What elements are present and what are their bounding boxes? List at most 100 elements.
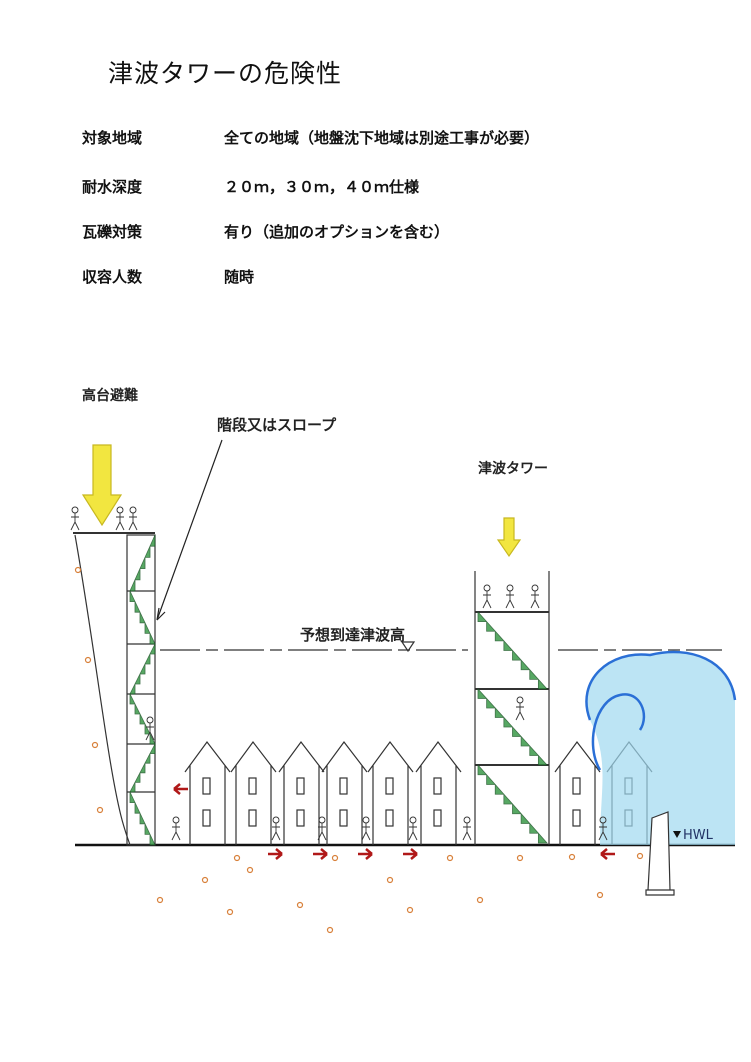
soil-dot	[568, 853, 576, 861]
yellow-arrow-down-icon	[496, 517, 522, 558]
head	[129, 506, 137, 514]
house-window	[202, 809, 211, 827]
page-title: 津波タワーの危険性	[108, 59, 343, 88]
soil-dot	[296, 901, 304, 909]
person-icon	[115, 506, 125, 531]
soil-dot	[596, 891, 604, 899]
person-icon	[70, 506, 80, 531]
head	[506, 584, 514, 592]
body	[408, 823, 418, 841]
stairs-leader-line	[156, 439, 223, 621]
body	[145, 723, 155, 741]
stair-flight	[129, 693, 156, 745]
house-outline	[230, 740, 277, 845]
arrow-right-icon	[268, 848, 283, 860]
house-outline	[415, 740, 462, 845]
tower-label: 津波タワー	[478, 460, 548, 477]
high-ground-label: 高台避難	[82, 387, 138, 404]
house-outline	[184, 740, 231, 845]
house-window	[572, 809, 581, 827]
soil-dot	[226, 908, 234, 916]
stair-flight	[129, 643, 156, 695]
head	[463, 816, 471, 824]
house-outline	[278, 740, 325, 845]
house	[554, 740, 601, 845]
house-window	[433, 777, 442, 795]
house-window	[385, 777, 394, 795]
house-window	[339, 809, 348, 827]
head	[172, 816, 180, 824]
hwl-triangle-icon	[673, 831, 681, 838]
person-icon	[462, 816, 472, 841]
spec-row-debris: 瓦礫対策有り（追加のオプションを含む）	[82, 221, 449, 242]
body	[115, 513, 125, 531]
house-outline	[554, 740, 601, 845]
person-icon	[128, 506, 138, 531]
soil-dot	[96, 806, 104, 814]
body	[171, 823, 181, 841]
body	[271, 823, 281, 841]
stair-flight	[477, 763, 548, 844]
seawall	[645, 811, 675, 896]
person-icon	[505, 584, 515, 609]
soil-dot	[636, 852, 644, 860]
body	[361, 823, 371, 841]
person-icon	[317, 816, 327, 841]
spec-label: 対象地域	[82, 129, 143, 147]
house-window	[339, 777, 348, 795]
spec-row-area: 対象地域全ての地域（地盤沈下地域は別途工事が必要）	[82, 127, 539, 148]
body	[598, 823, 608, 841]
head	[362, 816, 370, 824]
house	[230, 740, 277, 845]
house	[415, 740, 462, 845]
left-stair-tower	[126, 534, 156, 846]
stair-flight	[129, 590, 156, 645]
house-outline	[367, 740, 414, 845]
hwl-label: HWL	[683, 828, 714, 843]
soil-dot	[201, 876, 209, 884]
house-window	[296, 809, 305, 827]
soil-dot	[156, 896, 164, 904]
head	[531, 584, 539, 592]
house	[184, 740, 231, 845]
spec-row-capacity: 収容人数随時	[82, 266, 254, 287]
soil-dot	[516, 854, 524, 862]
person-icon	[361, 816, 371, 841]
arrow-left-icon	[173, 783, 188, 795]
house-window	[202, 777, 211, 795]
body	[515, 703, 525, 721]
soil-dot	[233, 854, 241, 862]
person-icon	[408, 816, 418, 841]
head	[272, 816, 280, 824]
house	[367, 740, 414, 845]
water-level-triangle-icon	[400, 641, 416, 653]
house-window	[572, 777, 581, 795]
expected-height-label: 予想到達津波高	[300, 626, 405, 644]
leader-arrowhead-icon	[156, 607, 166, 621]
soil-dots	[74, 566, 644, 934]
soil-dot	[406, 906, 414, 914]
arrow-right-icon	[313, 848, 328, 860]
people	[70, 506, 608, 841]
spec-label: 瓦礫対策	[82, 223, 143, 241]
body	[505, 591, 515, 609]
house-window	[248, 777, 257, 795]
cliff-edge	[74, 534, 131, 846]
head	[318, 816, 326, 824]
stair-flight	[129, 791, 156, 846]
body	[128, 513, 138, 531]
body	[530, 591, 540, 609]
head	[146, 716, 154, 724]
body	[482, 591, 492, 609]
house-outline	[321, 740, 368, 845]
head	[516, 696, 524, 704]
soil-dot	[246, 866, 254, 874]
person-icon	[482, 584, 492, 609]
spec-value: ２０ｍ，３０ｍ，４０ｍ仕様	[224, 178, 420, 196]
person-icon	[145, 716, 155, 741]
tsunami-wave	[585, 650, 737, 845]
stairs-label: 階段又はスロープ	[217, 416, 337, 434]
spec-label: 収容人数	[82, 268, 143, 286]
